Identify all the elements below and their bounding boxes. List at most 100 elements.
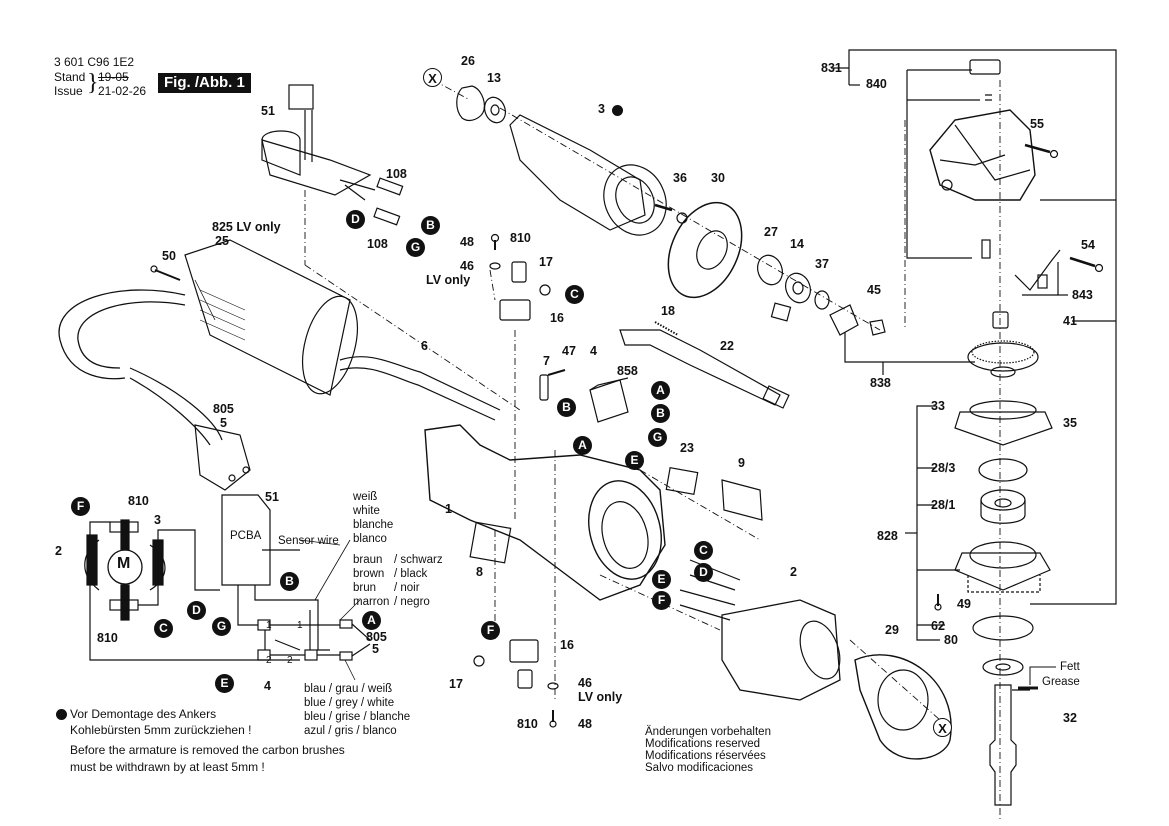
part-35-label: 35 [1063,416,1077,430]
color-es: azul / gris / blanco [304,725,397,737]
color-de-alt: / schwarz [394,554,443,566]
part-828-label: 828 [877,529,898,543]
schematic-badge-c: C [154,619,173,638]
part-45-label: 45 [867,283,881,297]
part-108-label-a: 108 [386,167,407,181]
fett-label: Fett [1060,661,1080,673]
terminal-1a: 1 [266,620,272,631]
part-number: 3 601 C96 1E2 [54,55,135,69]
terminal-2b: 2 [287,655,293,666]
color-es-alt: / negro [394,596,430,608]
part-17-label-b: 17 [449,677,463,691]
x-marker-bottom: X [933,718,952,737]
part-7-label: 7 [543,354,550,368]
brace-icon: } [87,70,99,96]
color-es: blanco [353,533,387,545]
part-50-label: 50 [162,249,176,263]
part-843-label: 843 [1072,288,1093,302]
terminal-2a: 2 [266,655,272,666]
part-18-label: 18 [661,304,675,318]
badge-b-switch: B [651,404,670,423]
color-fr: brun [353,582,377,594]
part-858-label: 858 [617,364,638,378]
part-33-label: 33 [931,399,945,413]
color-de: weiß [353,491,378,503]
color-de: blau / grau / weiß [304,683,393,695]
note-en-line2: must be withdrawn by at least 5mm ! [70,760,265,774]
color-en: brown [353,568,385,580]
badge-a-switch: A [651,381,670,400]
part-16-label-b: 16 [560,638,574,652]
badge-e-stator: E [652,570,671,589]
part-49-label: 49 [957,597,971,611]
part-51-label: 51 [261,104,275,118]
part-840-label: 840 [866,77,887,91]
mods-fr: Modifications réservées [645,750,766,762]
color-es: marron [353,596,390,608]
part-17-label-a: 17 [539,255,553,269]
color-fr: blanche [353,519,394,531]
part-62-label: 62 [931,619,945,633]
badge-d-stator: D [694,563,713,582]
part-46-label-b: 46 [578,676,592,690]
color-en-alt: / black [394,568,428,580]
badge-b-wire: B [557,398,576,417]
part-810-label-a: 810 [510,231,531,245]
bullet-icon [56,709,67,720]
motor-symbol: M [117,555,131,572]
part-80-label: 80 [944,633,958,647]
schematic-badge-d: D [187,601,206,620]
part-29-label: 29 [885,623,899,637]
schematic-2: 2 [55,544,62,558]
part-48-label-a: 48 [460,235,474,249]
note-de-line1: Vor Demontage des Ankers [70,707,217,721]
part-27-label: 27 [764,225,778,239]
color-de: braun [353,554,383,566]
part-810-label-b: 810 [517,717,538,731]
part-41-label: 41 [1063,314,1077,328]
part-5-label: 5 [220,416,227,430]
part-13-label: 13 [487,71,501,85]
part-108-label-b: 108 [367,237,388,251]
part-28-3-label: 28/3 [931,461,956,475]
part-22-label: 22 [720,339,734,353]
schematic-51: 51 [265,490,279,504]
part-1-label: 1 [445,502,452,516]
schematic-badge-f: F [71,497,90,516]
badge-g-switch: G [648,428,667,447]
part-838-label: 838 [870,376,891,390]
part-2-label: 2 [790,565,797,579]
part-36-label: 36 [673,171,687,185]
schematic-5: 5 [372,642,379,656]
color-fr-alt: / noir [394,582,420,594]
badge-c-brush: C [565,285,584,304]
part-30-label: 30 [711,171,725,185]
stand-label: Stand [54,70,86,84]
part-825-label: 825 LV only [212,220,281,234]
color-en: white [353,505,380,517]
badge-f-stator: F [652,591,671,610]
part-8-label: 8 [476,565,483,579]
stand-date: 19-05 [98,70,129,84]
part-16-label-a: 16 [550,311,564,325]
part-48-label-b: 48 [578,717,592,731]
schematic-805: 805 [366,630,387,644]
part-6-label: 6 [421,339,428,353]
mods-en: Modifications reserved [645,738,761,750]
schematic-badge-g: G [212,617,231,636]
part-26-label: 26 [461,54,475,68]
badge-a-wire: A [573,436,592,455]
note-de-line2: Kohlebürsten 5mm zurückziehen ! [70,723,252,737]
sensor-wire-label: Sensor wire [278,535,339,547]
part-23-label: 23 [680,441,694,455]
part-28-1-label: 28/1 [931,498,956,512]
part-55-label: 55 [1030,117,1044,131]
note-en-line1: Before the armature is removed the carbo… [70,743,345,757]
part-3-label: 3 [598,102,605,116]
badge-c-stator: C [694,541,713,560]
schematic-badge-a: A [362,611,381,630]
part-14-label: 14 [790,237,804,251]
schematic-badge-b: B [280,572,299,591]
terminal-1b: 1 [297,620,303,631]
